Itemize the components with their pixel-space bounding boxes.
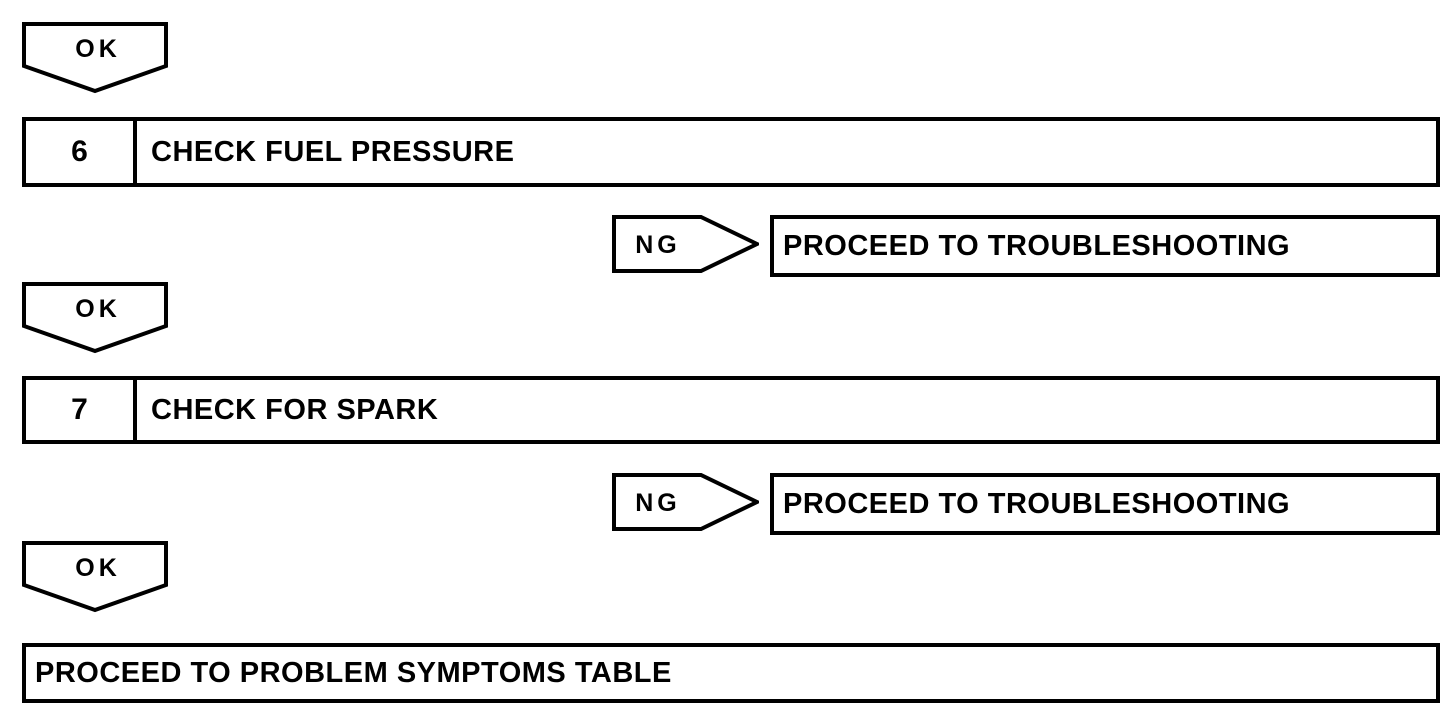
ng-arrow-right-icon: NG <box>612 215 759 273</box>
step-title: CHECK FUEL PRESSURE <box>151 135 515 168</box>
ng-connector-2: NG <box>612 473 759 531</box>
final-action-box: PROCEED TO PROBLEM SYMPTOMS TABLE <box>22 643 1440 703</box>
ok-pennant-shape <box>22 22 168 94</box>
ng-label: NG <box>635 489 681 517</box>
ng-action-box-1: PROCEED TO TROUBLESHOOTING <box>770 215 1440 277</box>
ng-arrow-shape <box>612 215 759 273</box>
ok-connector-1: OK <box>22 22 168 94</box>
step-title: CHECK FOR SPARK <box>151 393 439 426</box>
ok-pennant-down-icon: OK <box>22 282 168 354</box>
ng-arrow-right-icon: NG <box>612 473 759 531</box>
ok-label: OK <box>75 554 121 582</box>
step-number: 6 <box>26 121 137 183</box>
ng-action-box-2: PROCEED TO TROUBLESHOOTING <box>770 473 1440 535</box>
ng-arrow-shape <box>612 473 759 531</box>
step-box-7: 7 CHECK FOR SPARK <box>22 376 1440 444</box>
ng-label: NG <box>635 231 681 259</box>
ng-connector-1: NG <box>612 215 759 273</box>
ok-pennant-down-icon: OK <box>22 22 168 94</box>
ok-pennant-down-icon: OK <box>22 541 168 613</box>
step-box-6: 6 CHECK FUEL PRESSURE <box>22 117 1440 187</box>
ok-label: OK <box>75 35 121 63</box>
ok-label: OK <box>75 295 121 323</box>
step-number: 7 <box>26 380 137 440</box>
ok-connector-3: OK <box>22 541 168 613</box>
ok-connector-2: OK <box>22 282 168 354</box>
ok-pennant-shape <box>22 541 168 613</box>
ok-pennant-shape <box>22 282 168 354</box>
